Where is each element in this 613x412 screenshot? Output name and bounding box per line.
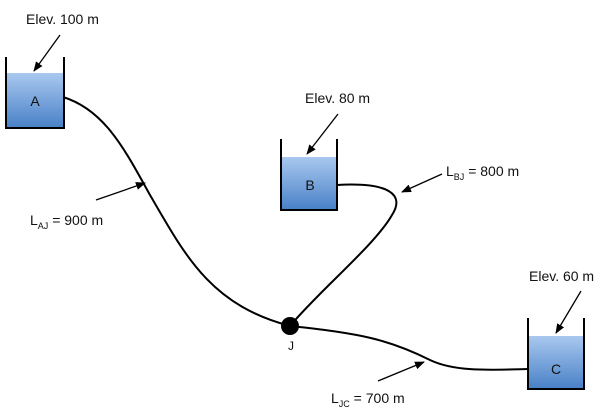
elevation-label: Elev. 80 m bbox=[305, 90, 370, 106]
pipe-length-label: LJC = 700 m bbox=[331, 390, 405, 409]
pipe-symbol: L bbox=[446, 163, 454, 179]
reservoir-label: C bbox=[551, 361, 561, 377]
pipe-aj bbox=[62, 96, 291, 327]
pointer-arrow bbox=[377, 361, 425, 382]
pipe-subscript: JC bbox=[339, 399, 351, 409]
pipe-bj bbox=[289, 183, 398, 327]
water-fill bbox=[7, 73, 63, 127]
tank-walls bbox=[280, 139, 338, 211]
pipe-length-label: LAJ = 900 m bbox=[30, 212, 103, 231]
tank-walls bbox=[5, 57, 65, 129]
elevation-label: Elev. 60 m bbox=[529, 268, 594, 284]
junction-node bbox=[281, 317, 299, 335]
pipe-length-label: LBJ = 800 m bbox=[446, 163, 519, 182]
reservoir-c: C bbox=[527, 318, 585, 390]
junction-j: J bbox=[281, 317, 299, 353]
pointer-arrow bbox=[401, 173, 443, 193]
water-fill bbox=[282, 157, 336, 209]
junction-label: J bbox=[288, 339, 294, 353]
pointer-arrow bbox=[95, 182, 146, 201]
pipes bbox=[62, 96, 529, 371]
pipe-label-jc: LJC = 700 m bbox=[331, 361, 425, 409]
pipe-label-bj: LBJ = 800 m bbox=[401, 163, 519, 193]
elevation-a: Elev. 100 m bbox=[26, 11, 99, 72]
elevation-c: Elev. 60 m bbox=[529, 268, 594, 334]
pipe-symbol: L bbox=[30, 212, 38, 228]
reservoir-b: B bbox=[280, 139, 338, 211]
pipe-length-value: = 700 m bbox=[350, 390, 405, 406]
reservoir-label: A bbox=[30, 93, 40, 109]
water-fill bbox=[529, 336, 583, 388]
pointer-arrow bbox=[555, 290, 582, 334]
pipe-symbol: L bbox=[331, 390, 339, 406]
reservoir-label: B bbox=[305, 177, 314, 193]
elevation-label: Elev. 100 m bbox=[26, 11, 99, 27]
pipe-subscript: AJ bbox=[38, 221, 49, 231]
elevation-b: Elev. 80 m bbox=[305, 90, 370, 155]
pointer-arrow bbox=[306, 113, 339, 155]
reservoir-a: A bbox=[5, 57, 65, 129]
tank-walls bbox=[527, 318, 585, 390]
pipe-length-value: = 900 m bbox=[48, 212, 103, 228]
pipe-jc bbox=[289, 325, 529, 371]
pipe-length-value: = 800 m bbox=[464, 163, 519, 179]
pipe-subscript: BJ bbox=[454, 172, 465, 182]
pipe-label-aj: LAJ = 900 m bbox=[30, 182, 146, 231]
pointer-arrow bbox=[33, 34, 61, 72]
